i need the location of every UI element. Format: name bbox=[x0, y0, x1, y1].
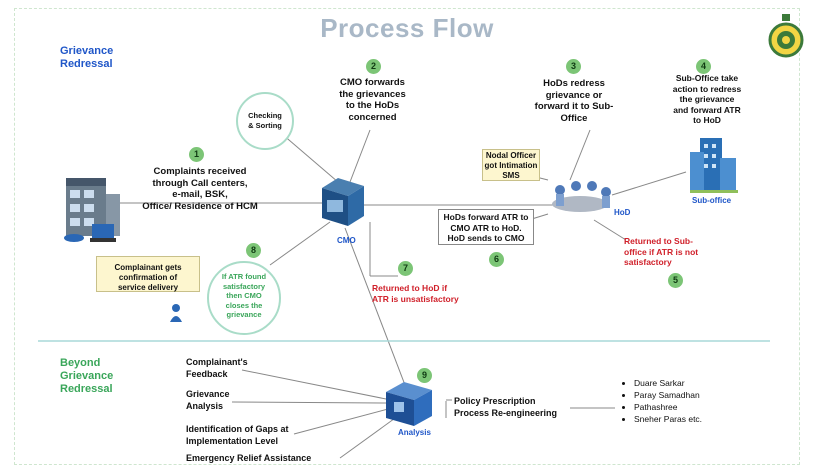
step-5-text: Returned to Sub- office if ATR is not sa… bbox=[624, 236, 699, 267]
step-3-badge: 3 bbox=[566, 59, 581, 74]
line-hod-suboffice bbox=[611, 171, 687, 196]
line-grievance-analysis bbox=[231, 401, 387, 404]
section-grievance-redressal: Grievance Redressal bbox=[60, 45, 114, 70]
output-process: Process Re-engineering bbox=[454, 408, 558, 418]
step-2-text: CMO forwards the grievances to the HoDs … bbox=[339, 77, 406, 123]
step-6-badge: 6 bbox=[489, 252, 504, 267]
page-title: Process Flow bbox=[320, 13, 494, 43]
step-4-badge: 4 bbox=[696, 59, 711, 74]
hod-label: HoD bbox=[614, 208, 631, 217]
step-7-text: Returned to HoD if ATR is unsatisfactory bbox=[372, 283, 459, 304]
analysis-lines bbox=[231, 369, 615, 459]
complainant-confirmation-box: Complainant gets confirmation of service… bbox=[96, 256, 200, 292]
computer-phone-icon bbox=[64, 224, 116, 242]
line-cmo-checking bbox=[281, 133, 339, 183]
line-relief bbox=[339, 415, 399, 459]
diagram-frame bbox=[14, 8, 800, 465]
analysis-label: Analysis bbox=[398, 428, 431, 437]
step-7-badge: 7 bbox=[398, 261, 413, 276]
hod-meeting-icon bbox=[552, 181, 611, 212]
scheme-item: Pathashree bbox=[634, 401, 702, 413]
cmo-server-icon bbox=[322, 178, 364, 226]
line-cmo-step8 bbox=[269, 221, 331, 266]
section-beyond-grievance: Beyond Grievance Redressal bbox=[60, 357, 114, 395]
input-feedback: Complainant's Feedback bbox=[186, 357, 248, 379]
sub-office-label: Sub-office bbox=[692, 196, 732, 205]
step-4-text: Sub-Office take action to redress the gr… bbox=[672, 73, 742, 125]
scheme-item: Paray Samadhan bbox=[634, 389, 702, 401]
checking-sorting-circle: Checking & Sorting bbox=[236, 92, 294, 150]
line-cmo-analysis bbox=[344, 227, 406, 386]
sub-office-building-icon bbox=[690, 138, 738, 193]
line-feedback bbox=[241, 369, 387, 400]
input-grievance-analysis: Grievance Analysis bbox=[186, 389, 230, 411]
line-hod-return bbox=[593, 219, 627, 241]
line-gaps bbox=[293, 408, 389, 435]
step-2-badge: 2 bbox=[366, 59, 381, 74]
line-cmo-step2 bbox=[349, 129, 371, 183]
complainant-person-icon bbox=[170, 304, 182, 322]
emblem-icon bbox=[768, 14, 804, 58]
input-gaps: Identification of Gaps at Implementation… bbox=[186, 424, 289, 446]
step-1-badge: 1 bbox=[189, 147, 204, 162]
scheme-item: Duare Sarkar bbox=[634, 377, 702, 389]
step-8-badge: 8 bbox=[246, 243, 261, 258]
step-8-circle: If ATR found satisfactory then CMO close… bbox=[207, 261, 281, 335]
step-6-box: HoDs forward ATR to CMO ATR to HoD. HoD … bbox=[438, 209, 534, 245]
office-building-icon bbox=[66, 178, 120, 236]
analysis-icon bbox=[386, 382, 432, 426]
output-policy: Policy Prescription bbox=[454, 396, 536, 406]
step-9-badge: 9 bbox=[417, 368, 432, 383]
line-hod-step3 bbox=[569, 129, 591, 181]
schemes-list: Duare Sarkar Paray Samadhan Pathashree S… bbox=[622, 377, 702, 425]
step-5-badge: 5 bbox=[668, 273, 683, 288]
nodal-officer-box: Nodal Officer got Intimation SMS bbox=[482, 149, 540, 181]
step-3-text: HoDs redress grievance or forward it to … bbox=[534, 78, 614, 124]
input-relief: Emergency Relief Assistance bbox=[186, 453, 312, 463]
step-1-text: Complaints received through Call centers… bbox=[142, 166, 258, 212]
scheme-item: Sneher Paras etc. bbox=[634, 413, 702, 425]
cmo-label: CMO bbox=[337, 236, 356, 245]
